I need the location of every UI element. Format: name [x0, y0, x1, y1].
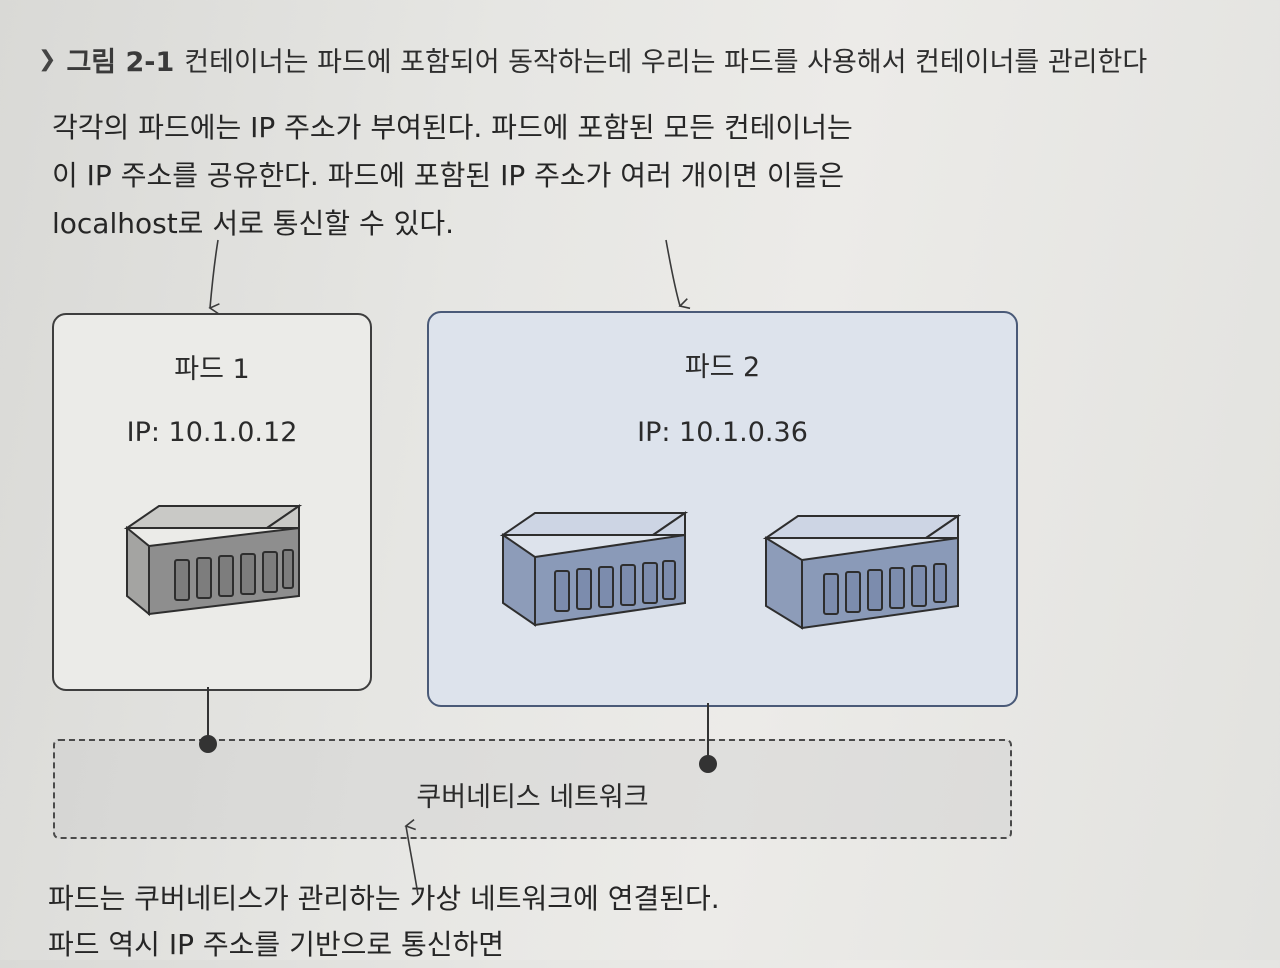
figure-number: 그림 2-1 — [66, 47, 175, 78]
annotation-line: localhost로 서로 통신할 수 있다. — [52, 207, 455, 240]
arrow-to-pod-1 — [208, 239, 220, 315]
annotation-line: 각각의 파드에는 IP 주소가 부여된다. 파드에 포함된 모든 컨테이너는 — [52, 111, 853, 144]
kubernetes-network: 쿠버네티스 네트워크 — [53, 739, 1012, 839]
annotation-line: 파드 역시 IP 주소를 기반으로 통신하면 — [48, 928, 505, 961]
container-pod-2-a — [499, 511, 689, 627]
container-pod-1 — [123, 504, 303, 617]
top-annotation: 각각의 파드에는 IP 주소가 부여된다. 파드에 포함된 모든 컨테이너는 이… — [52, 104, 882, 248]
annotation-line: 파드는 쿠버네티스가 관리하는 가상 네트워크에 연결된다. — [48, 882, 720, 915]
figure-caption: ❯ 그림 2-1 컨테이너는 파드에 포함되어 동작하는데 우리는 파드를 사용… — [38, 40, 1147, 79]
arrow-to-network — [404, 818, 419, 896]
figure-caption-text: 컨테이너는 파드에 포함되어 동작하는데 우리는 파드를 사용해서 컨테이너를 … — [184, 47, 1148, 78]
pod-title: 파드 1 — [174, 354, 250, 385]
network-label: 쿠버네티스 네트워크 — [416, 782, 649, 813]
pod-2-connection-dot — [699, 755, 717, 773]
container-pod-2-b — [762, 514, 962, 630]
chevron-down-icon: ❯ — [38, 47, 57, 72]
arrow-to-pod-2 — [665, 239, 691, 310]
pod-1-box: 파드 1 IP: 10.1.0.12 — [52, 313, 372, 691]
bottom-annotation: 파드는 쿠버네티스가 관리하는 가상 네트워크에 연결된다. 파드 역시 IP … — [48, 876, 720, 968]
pod-ip: IP: 10.1.0.36 — [637, 417, 808, 448]
pod-title: 파드 2 — [684, 352, 761, 383]
pod-2-box: 파드 2 IP: 10.1.0.36 — [427, 311, 1018, 707]
annotation-line: 이 IP 주소를 공유한다. 파드에 포함된 IP 주소가 여러 개이면 이들은 — [52, 159, 845, 192]
pod-ip: IP: 10.1.0.12 — [126, 417, 298, 448]
pod-1-connection-dot — [199, 735, 217, 753]
